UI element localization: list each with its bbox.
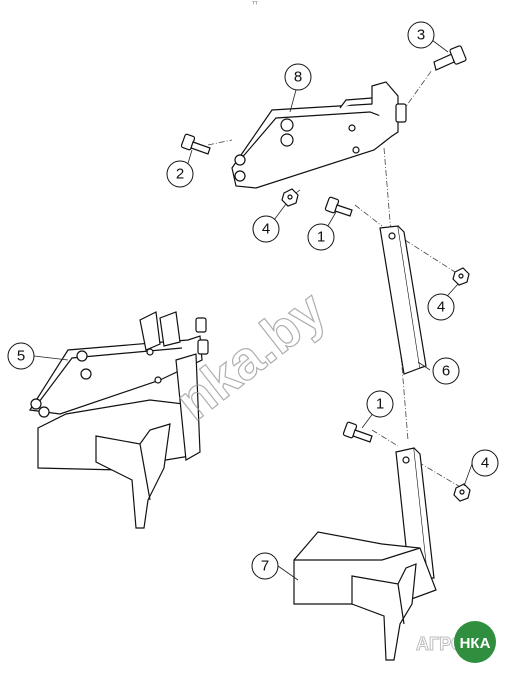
- logo-text-left: АГРО: [416, 634, 465, 654]
- svg-text:1: 1: [317, 229, 325, 246]
- callout-4-b: 4: [427, 293, 455, 321]
- part-1-bolt-b: [342, 421, 373, 443]
- callout-2: 2: [166, 160, 194, 188]
- callout-5: 5: [7, 342, 35, 370]
- leader-lines: [33, 39, 473, 581]
- part-6-link-bar: [379, 225, 427, 375]
- callout-1-a: 1: [307, 223, 335, 251]
- svg-text:6: 6: [442, 363, 450, 380]
- svg-text:4: 4: [481, 455, 489, 472]
- svg-text:1: 1: [376, 396, 384, 413]
- callout-4-c: 4: [471, 449, 499, 477]
- callout-7: 7: [251, 552, 279, 580]
- part-1-bolt-a: [324, 196, 353, 217]
- callout-1-b: 1: [366, 390, 394, 418]
- part-4-nut-b: [452, 267, 470, 286]
- svg-text:3: 3: [417, 27, 425, 44]
- part-5-assembled-shoe: [28, 311, 209, 529]
- logo-circle: [454, 621, 496, 663]
- callout-3: 3: [407, 21, 435, 49]
- svg-text:8: 8: [294, 69, 302, 86]
- logo-text-right: НКА: [460, 635, 491, 652]
- agronka-logo: АГРО НКА: [416, 621, 496, 663]
- callout-6: 6: [432, 357, 460, 385]
- callout-4-a: 4: [252, 215, 280, 243]
- svg-text:5: 5: [17, 348, 25, 365]
- svg-text:4: 4: [262, 221, 270, 238]
- part-4-nut-c: [453, 483, 471, 502]
- svg-text:7: 7: [261, 558, 269, 575]
- callout-8: 8: [284, 63, 312, 91]
- svg-text:4: 4: [437, 299, 445, 316]
- part-8-bracket: [231, 81, 407, 189]
- svg-text:2: 2: [176, 166, 184, 183]
- part-4-nut-a: [281, 188, 299, 207]
- part-7-stem-shoe: [293, 447, 437, 661]
- part-3-bolt: [433, 45, 467, 71]
- header-mark: ᵀ͘ᵀ: [252, 1, 258, 8]
- part-2-bolt: [180, 133, 211, 155]
